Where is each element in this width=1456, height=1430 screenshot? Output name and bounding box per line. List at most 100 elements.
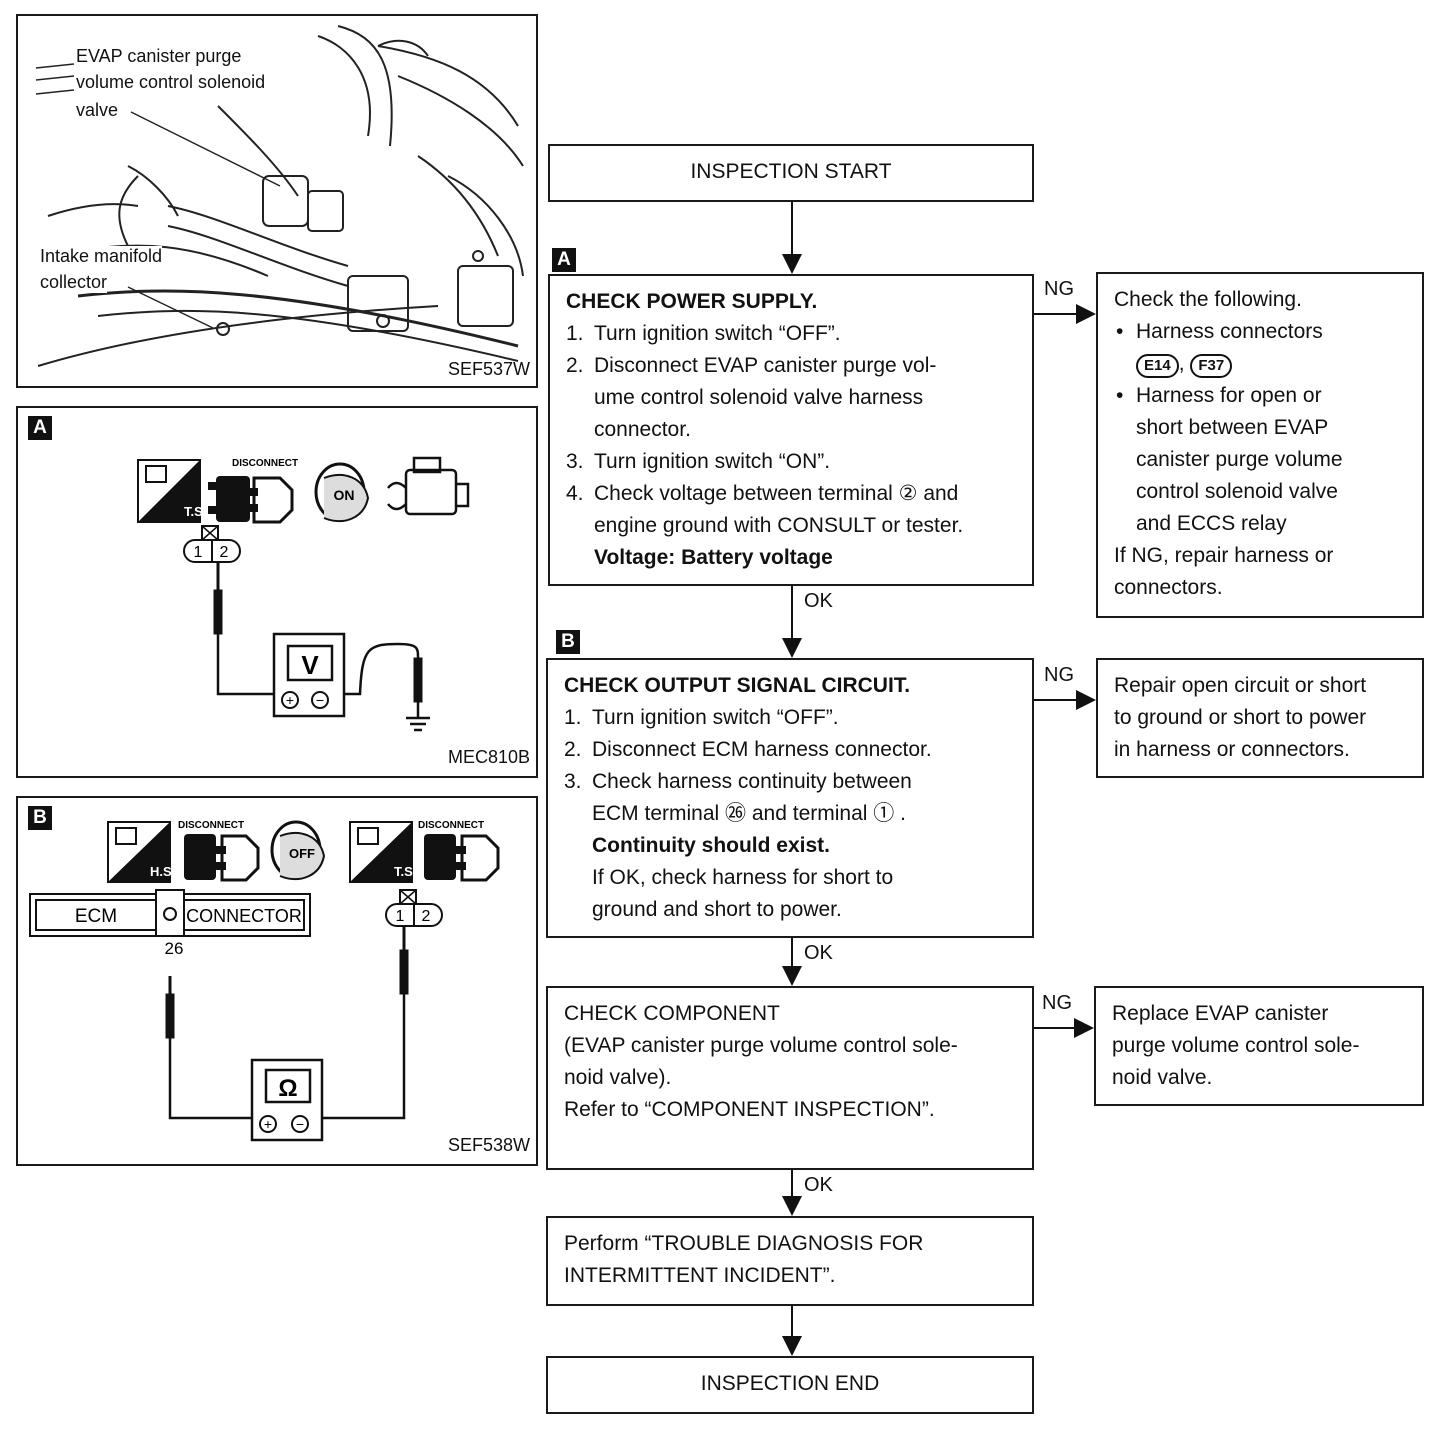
step-a-item-1: 1.Turn ignition switch “OFF”.: [566, 322, 841, 345]
figure-b-ref-code: SEF538W: [447, 1135, 530, 1155]
ng-b-box: Repair open circuit or short to ground o…: [1096, 658, 1424, 778]
step-b-note2: ground and short to power.: [592, 898, 842, 921]
step-b-spec: Continuity should exist.: [592, 834, 831, 857]
terminal-26-label: 26: [165, 939, 184, 958]
step-b-item-1: 1.Turn ignition switch “OFF”.: [564, 706, 839, 729]
callout-purge-valve-2: volume control solenoid: [76, 72, 266, 92]
connector-label: CONNECTOR: [186, 906, 302, 926]
disconnect-label-1: DISCONNECT: [178, 820, 244, 831]
inspection-start-label: INSPECTION START: [690, 160, 892, 183]
pin-1: 1: [194, 544, 203, 561]
ng-a-box: Check the following. Harness connectors …: [1096, 272, 1424, 618]
inspection-start-box: INSPECTION START: [548, 144, 1034, 202]
key-on-icon: ON: [314, 462, 370, 523]
step-c-line1: CHECK COMPONENT: [564, 1002, 780, 1025]
ng-b-line2: to ground or short to power: [1114, 706, 1367, 729]
disconnect-label-2: DISCONNECT: [418, 820, 484, 831]
step-a-title: CHECK POWER SUPPLY.: [566, 290, 818, 313]
figure-b-tag: B: [28, 806, 52, 830]
figure-a: A ON DISCONNECT: [16, 406, 538, 778]
step-a-spec: Voltage: Battery voltage: [594, 546, 833, 569]
step-d-line1: Perform “TROUBLE DIAGNOSIS FOR: [564, 1232, 924, 1255]
step-a-item-3: 3.Turn ignition switch “ON”.: [566, 450, 831, 473]
ts-label: T.S.: [184, 504, 206, 519]
ng-a-bullet2: Harness for open or short between EVAP c…: [1114, 380, 1406, 540]
svg-text:−: −: [296, 1116, 304, 1132]
callout-intake-manifold-1: Intake manifold: [40, 246, 163, 267]
callout-purge-valve-1: EVAP canister purge: [76, 46, 242, 66]
ts-icon: [137, 459, 201, 523]
figure-b-schematic: H.S. DISCONNECT OFF T.S.: [29, 820, 500, 1142]
step-c-line2: (EVAP canister purge volume control sole…: [564, 1034, 958, 1057]
callout-intake-manifold-2: collector: [40, 272, 108, 293]
callout-purge-valve-3: valve: [76, 100, 119, 120]
key-off-label: OFF: [289, 846, 315, 861]
svg-text:−: −: [316, 692, 324, 708]
step-c-ok-label: OK: [804, 1174, 833, 1196]
step-d-box: Perform “TROUBLE DIAGNOSIS FOR INTERMITT…: [546, 1216, 1034, 1306]
ts-label-2: T.S.: [394, 864, 416, 879]
hs-label: H.S.: [150, 864, 175, 879]
figure-a-schematic: ON DISCONNECT T.S. 1 2: [137, 456, 470, 732]
connector-e14: E14: [1136, 354, 1179, 378]
disconnect-icon: [208, 476, 294, 524]
voltmeter: V + −: [272, 632, 346, 718]
pin-b-1: 1: [396, 908, 405, 925]
ng-c-line1: Replace EVAP canister: [1112, 1002, 1329, 1025]
key-on-label: ON: [334, 487, 355, 503]
ng-b-line1: Repair open circuit or short: [1114, 674, 1367, 697]
ng-a-foot1: If NG, repair harness or: [1114, 544, 1334, 567]
hs-icon: H.S.: [107, 821, 175, 883]
step-b-box: CHECK OUTPUT SIGNAL CIRCUIT. 1.Turn igni…: [546, 658, 1034, 938]
svg-text:+: +: [264, 1116, 272, 1132]
pin-2: 2: [220, 544, 229, 561]
step-c-box: CHECK COMPONENT (EVAP canister purge vol…: [546, 986, 1034, 1170]
disconnect-icon-1: [184, 834, 260, 882]
voltmeter-label: V: [301, 650, 319, 680]
ng-c-line2: purge volume control sole-: [1112, 1034, 1360, 1057]
engine-illustration: [35, 25, 524, 367]
step-c-line4: Refer to “COMPONENT INSPECTION”.: [564, 1098, 935, 1121]
ng-a-foot2: connectors.: [1114, 576, 1223, 599]
step-b-title: CHECK OUTPUT SIGNAL CIRCUIT.: [564, 674, 911, 697]
inspection-end-box: INSPECTION END: [546, 1356, 1034, 1414]
pin-b-2: 2: [422, 908, 431, 925]
connector-pins-b: 1 2: [385, 889, 443, 927]
connector-f37: F37: [1190, 354, 1233, 378]
ng-c-line3: noid valve.: [1112, 1066, 1213, 1089]
step-a-box: CHECK POWER SUPPLY. 1.Turn ignition swit…: [548, 274, 1034, 586]
inspection-end-label: INSPECTION END: [700, 1372, 880, 1395]
ecm-connector: ECM CONNECTOR 26: [29, 889, 311, 958]
disconnect-label: DISCONNECT: [232, 458, 298, 469]
engine-icon: [387, 456, 470, 516]
ng-a-line1: Check the following.: [1114, 288, 1302, 311]
connector-pins: 1 2: [183, 525, 241, 563]
engine-photo-figure: EVAP canister purge volume control solen…: [16, 14, 538, 388]
ng-c-box: Replace EVAP canister purge volume contr…: [1094, 986, 1424, 1106]
step-b-note1: If OK, check harness for short to: [592, 866, 894, 889]
figure-ref-code: SEF537W: [447, 359, 530, 379]
ohmmeter: Ω + −: [250, 1058, 324, 1142]
figure-b: B H.S. DISCONNECT OFF T.S.: [16, 796, 538, 1166]
figure-a-ref-code: MEC810B: [447, 747, 530, 767]
disconnect-icon-2: [424, 834, 500, 882]
ohmmeter-label: Ω: [278, 1075, 297, 1102]
step-a-tag: A: [552, 248, 576, 272]
step-a-item-4: 4.Check voltage between terminal ② and e…: [566, 482, 964, 537]
step-c-line3: noid valve).: [564, 1066, 672, 1089]
ts-icon-2: T.S.: [349, 821, 416, 883]
step-b-item-3: 3.Check harness continuity between ECM t…: [564, 770, 912, 825]
step-b-ng-label: NG: [1044, 664, 1074, 686]
step-b-item-2: 2.Disconnect ECM harness connector.: [564, 738, 932, 761]
step-a-ng-label: NG: [1044, 278, 1074, 300]
step-a-ok-label: OK: [804, 590, 833, 612]
ng-b-line3: in harness or connectors.: [1114, 738, 1350, 761]
step-b-tag: B: [556, 630, 580, 654]
step-d-line2: INTERMITTENT INCIDENT”.: [564, 1264, 836, 1287]
ecm-label: ECM: [75, 906, 117, 927]
key-off-icon: OFF: [270, 820, 326, 881]
step-c-ng-label: NG: [1042, 992, 1072, 1014]
figure-a-tag: A: [28, 416, 52, 440]
svg-text:+: +: [286, 692, 294, 708]
step-b-ok-label: OK: [804, 942, 833, 964]
